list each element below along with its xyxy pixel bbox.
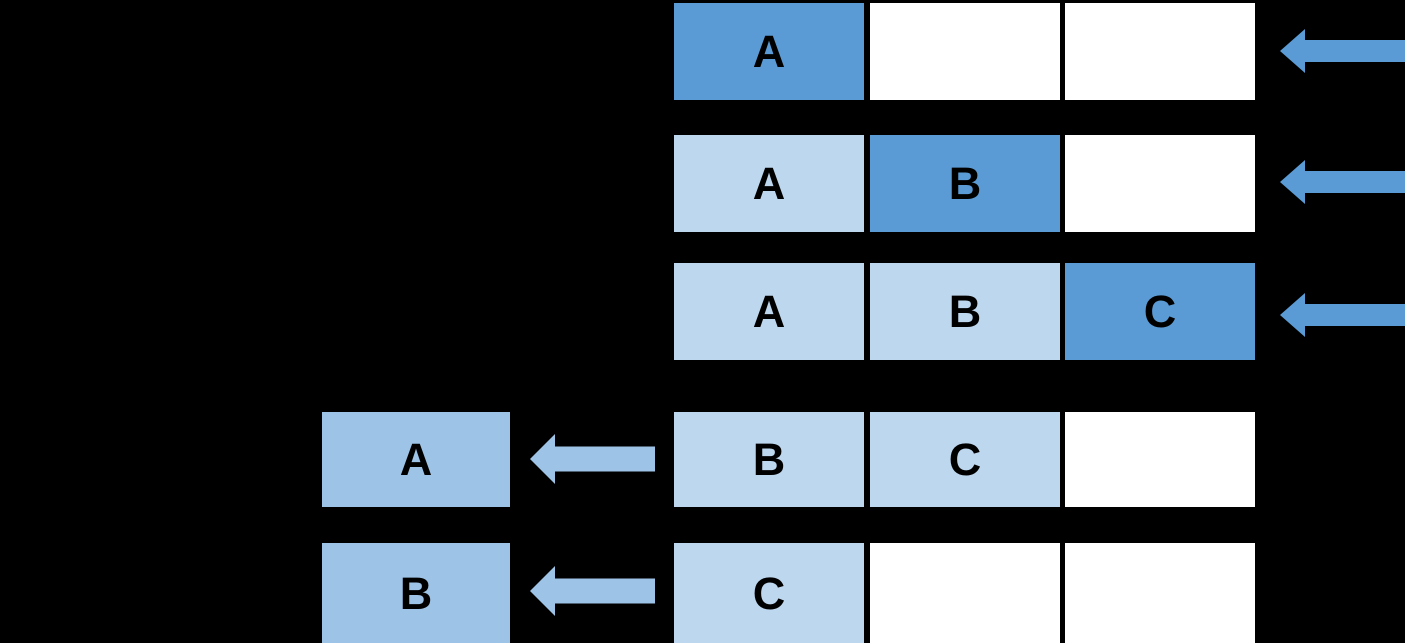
queue-cell-empty (870, 3, 1060, 100)
dequeued-item-box: A (322, 412, 510, 507)
queue-cell: B (870, 263, 1060, 360)
queue-cell: C (1065, 263, 1255, 360)
enqueue-arrow-icon (1280, 293, 1405, 337)
queue-cell-label: C (752, 567, 786, 619)
queue-cell-label: B (948, 158, 982, 209)
queue-cell: A (674, 135, 864, 232)
queue-cell: C (674, 543, 864, 643)
queue-cell: A (674, 263, 864, 360)
queue-cell-label: A (752, 158, 786, 209)
enqueue-arrow-icon (1280, 160, 1405, 204)
queue-cell-label: C (948, 434, 982, 485)
queue-cell-label: A (752, 286, 786, 337)
dequeued-item-box: B (322, 543, 510, 643)
queue-cell-empty (1065, 135, 1255, 232)
queue-cell-label: A (752, 26, 786, 77)
dequeued-item-label: A (399, 434, 433, 485)
queue-cell: B (674, 412, 864, 507)
dequeue-arrow-icon (530, 566, 655, 616)
queue-cell-empty (870, 543, 1060, 643)
dequeue-arrow-icon (530, 434, 655, 484)
queue-cell-empty (1065, 3, 1255, 100)
queue-cell-label: B (948, 286, 982, 337)
queue-cell-label: B (752, 434, 786, 485)
queue-cell-empty (1065, 412, 1255, 507)
queue-cell: B (870, 135, 1060, 232)
queue-cell-empty (1065, 543, 1255, 643)
queue-cell: A (674, 3, 864, 100)
enqueue-arrow-icon (1280, 29, 1405, 73)
queue-cell-label: C (1143, 286, 1177, 337)
queue-cell: C (870, 412, 1060, 507)
dequeued-item-label: B (399, 567, 433, 619)
